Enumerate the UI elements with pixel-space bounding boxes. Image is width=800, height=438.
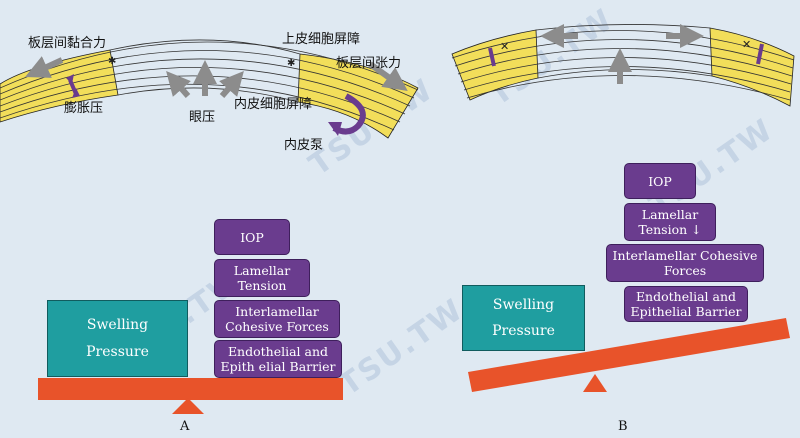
lamellar-tension-box-b: Lamellar Tension ↓ — [624, 203, 716, 241]
endothelial-pump-arrow-icon — [328, 93, 366, 136]
label-eye-pressure: 眼压 — [189, 110, 216, 125]
swelling-pressure-arrow-icon — [66, 74, 80, 98]
cornea-arc-a: ✱ ✱ — [0, 39, 419, 139]
epithelial-barrier-label: Epith elial Barrier — [220, 359, 336, 374]
label-interlamellar-tension: 板层间张力 — [336, 56, 402, 71]
svg-text:✕: ✕ — [742, 38, 751, 51]
fulcrum-b — [583, 374, 607, 392]
lamellar-label: Lamellar — [641, 207, 699, 222]
lamellar-label: Lamellar — [233, 263, 291, 278]
swelling-line1: Swelling — [492, 297, 555, 313]
swelling-line2: Pressure — [492, 323, 555, 339]
iop-label: IOP — [240, 229, 264, 245]
interlamellar-cohesive-box-a: Interlamellar Cohesive Forces — [214, 300, 340, 338]
swelling-pressure-box-b: Swelling Pressure — [462, 285, 585, 351]
fulcrum-a — [172, 398, 204, 414]
tension-label: Tension — [237, 278, 287, 293]
arrow-icon — [25, 56, 64, 78]
interlamellar-cohesive-label: Interlamellar Cohesive — [612, 248, 758, 263]
label-interlamellar-adhesion: 板层间黏合力 — [28, 36, 107, 51]
purple-arrow-icon — [488, 43, 764, 67]
label-endothelial-pump: 内皮泵 — [284, 138, 324, 153]
label-epithelial-barrier: 上皮细胞屏障 — [282, 32, 361, 47]
arrow-icon — [368, 61, 408, 91]
interlamellar-cohesive-box-b: Interlamellar Cohesive Forces — [606, 244, 764, 282]
forces-label: Forces — [663, 263, 707, 278]
arrow-icon — [166, 60, 244, 98]
endothelial-barrier-box-a: Endothelial and Epith elial Barrier — [214, 340, 342, 378]
iop-label: IOP — [648, 173, 672, 189]
cohesive-forces-label: Cohesive Forces — [225, 319, 329, 334]
swelling-line2: Pressure — [86, 344, 149, 361]
tension-decrease-label: Tension ↓ — [638, 222, 702, 237]
endothelial-barrier-box-b: Endothelial and Epithelial Barrier — [624, 286, 748, 322]
label-endothelial-barrier: 内皮细胞屏障 — [234, 97, 313, 112]
swelling-line1: Swelling — [86, 316, 149, 333]
arrow-icon — [540, 23, 704, 84]
endothelial-label: Endothelial and — [635, 289, 737, 304]
panel-label-a: A — [180, 419, 190, 434]
seesaw-beam-b — [468, 318, 790, 392]
seesaw-beam-a — [38, 378, 343, 400]
endothelial-label: Endothelial and — [227, 344, 329, 359]
iop-box-b: IOP — [624, 163, 696, 199]
swelling-pressure-box-a: Swelling Pressure — [47, 300, 188, 377]
label-swelling-pressure-cn: 膨胀压 — [64, 101, 104, 116]
panel-label-b: B — [618, 419, 628, 434]
epithelial-barrier-label: Epithelial Barrier — [630, 304, 742, 319]
iop-box-a: IOP — [214, 219, 290, 255]
lamellar-tension-box-a: Lamellar Tension — [214, 259, 310, 297]
interlamellar-label: Interlamellar — [235, 304, 319, 319]
svg-text:✱: ✱ — [287, 58, 295, 69]
svg-text:✱: ✱ — [108, 56, 116, 67]
svg-text:✕: ✕ — [500, 40, 509, 53]
